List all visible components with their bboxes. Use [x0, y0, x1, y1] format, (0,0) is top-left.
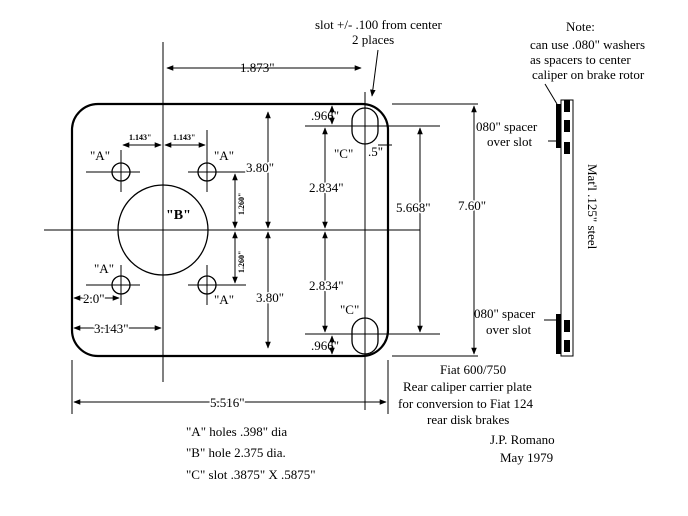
- spacer-top-line2: over slot: [487, 134, 533, 149]
- title-line3: for conversion to Fiat 124: [398, 396, 534, 411]
- dim-760: 7.60": [458, 198, 486, 213]
- note-title: Note:: [566, 19, 595, 34]
- hole-b: [117, 184, 209, 276]
- dim-1143-right: 1.143": [173, 133, 195, 142]
- label-c-top: "C": [334, 146, 353, 161]
- dim-20: 2.0": [83, 291, 105, 306]
- label-a-bottom-left: "A": [94, 261, 114, 276]
- dim-1260-bottom: 1.260": [237, 251, 246, 273]
- dim-1260-top: 1.260": [237, 193, 246, 215]
- dim-2834-top: 2.834": [309, 180, 344, 195]
- spacer-bottom-line2: over slot: [486, 322, 532, 337]
- slot-note-line2: 2 places: [352, 32, 394, 47]
- legend-c: "C" slot .3875" X .5875": [186, 467, 316, 482]
- dim-5: .5": [368, 144, 383, 159]
- dim-966-top: .966": [311, 108, 339, 123]
- date: May 1979: [500, 450, 553, 465]
- label-a-top-right: "A": [214, 148, 234, 163]
- dim-2834-bottom: 2.834": [309, 278, 344, 293]
- label-b: "B": [166, 208, 191, 223]
- label-a-bottom-right: "A": [214, 292, 234, 307]
- side-view: [556, 99, 574, 357]
- dim-1873: 1.873": [240, 60, 275, 75]
- note-line2: as spacers to center: [530, 52, 631, 67]
- dim-5668: 5.668": [396, 200, 431, 215]
- dim-5516: 5.516": [210, 395, 245, 410]
- dim-3143: 3.143": [94, 321, 129, 336]
- hole-a-top-right: [188, 130, 246, 192]
- hole-a-bottom-right: [188, 265, 246, 305]
- slot-note-line1: slot +/- .100 from center: [315, 17, 442, 32]
- spacer-top-line1: 080" spacer: [476, 119, 538, 134]
- legend-a: "A" holes .398" dia: [186, 424, 287, 439]
- title-line1: Fiat 600/750: [440, 362, 506, 377]
- note-line3: caliper on brake rotor: [532, 67, 645, 82]
- dim-966-bottom: .966": [311, 338, 339, 353]
- title-line2: Rear caliper carrier plate: [403, 379, 532, 394]
- label-c-bottom: "C": [340, 302, 359, 317]
- material-label: Mat'l .125" steel: [585, 164, 600, 250]
- legend-b: "B" hole 2.375 dia.: [186, 445, 286, 460]
- hole-a-top-left: [86, 150, 140, 192]
- label-a-top-left: "A": [90, 148, 110, 163]
- dim-380-top: 3.80": [246, 160, 274, 175]
- dim-380-bottom: 3.80": [256, 290, 284, 305]
- dim-1143-left: 1.143": [129, 133, 151, 142]
- hole-a-bottom-left: [86, 265, 140, 305]
- spacer-bottom-line1: 080" spacer: [474, 306, 536, 321]
- slot-c-bottom: [351, 317, 379, 355]
- title-line4: rear disk brakes: [427, 412, 509, 427]
- author: J.P. Romano: [490, 432, 555, 447]
- note-line1: can use .080" washers: [530, 37, 645, 52]
